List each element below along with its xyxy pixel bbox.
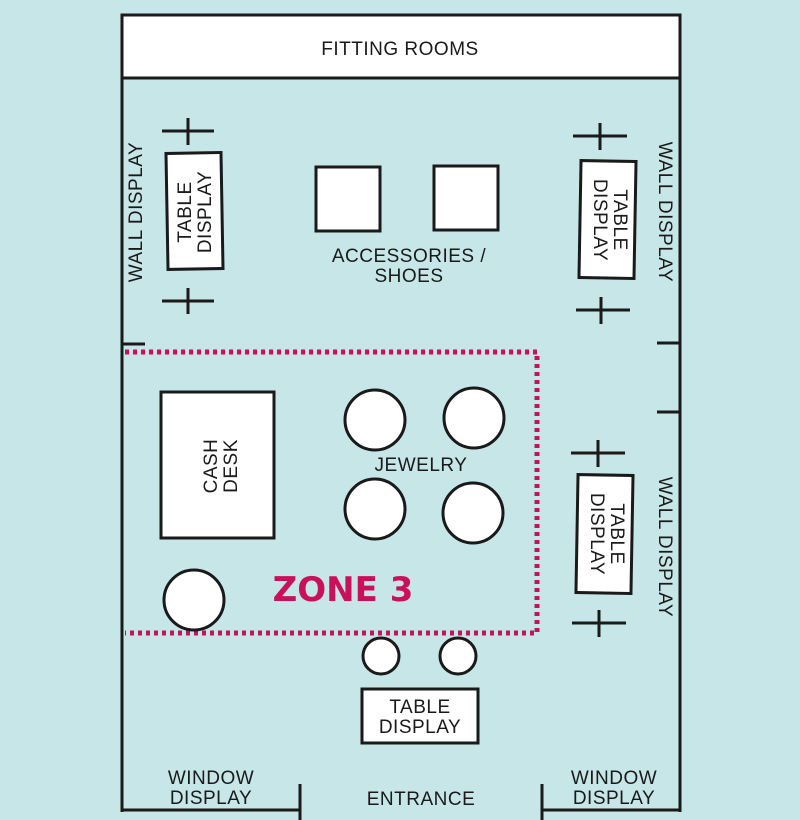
window-display-left-line2: DISPLAY [170, 788, 252, 809]
front-display-area: TABLE DISPLAY [360, 636, 480, 745]
fitting-rooms-area: FITTING ROOMS [120, 13, 682, 80]
cash-desk-label-line2: DESK [221, 439, 242, 493]
cash-desk: CASH DESK [159, 390, 276, 540]
wall-display-left-label: WALL DISPLAY [126, 142, 147, 282]
entrance-label: ENTRANCE [367, 789, 476, 810]
table-display-top-right-line1: TABLE [609, 189, 630, 250]
jewelry-label: JEWELRY [375, 455, 468, 476]
table-display-top-left: TABLE DISPLAY [162, 118, 225, 314]
table-display-right-middle-line1: TABLE [606, 503, 627, 564]
wall-display-right-bottom-label: WALL DISPLAY [654, 477, 675, 617]
front-table-display-line2: DISPLAY [379, 717, 461, 738]
accessories-shoes-area: ACCESSORIES / SHOES [314, 164, 500, 287]
window-display-right-line1: WINDOW [571, 768, 657, 789]
table-display-top-left-line1: TABLE [175, 181, 196, 242]
table-display-top-right-line2: DISPLAY [589, 179, 610, 261]
accessories-label-line2: SHOES [374, 266, 443, 287]
window-display-right-line2: DISPLAY [573, 788, 655, 809]
table-display-top-right: TABLE DISPLAY [573, 123, 638, 324]
cash-desk-label-line1: CASH [201, 439, 222, 494]
store-walls [120, 15, 682, 820]
window-display-left-line1: WINDOW [168, 768, 254, 789]
table-display-top-left-line2: DISPLAY [195, 171, 216, 253]
table-display-right-middle-line2: DISPLAY [586, 493, 607, 575]
round-display-table [162, 568, 226, 632]
zone-3-label: ZONE 3 [273, 570, 414, 610]
jewelry-area: JEWELRY [343, 386, 506, 545]
accessories-label-line1: ACCESSORIES / [332, 246, 487, 267]
table-display-right-middle: TABLE DISPLAY [571, 440, 635, 637]
fitting-rooms-label: FITTING ROOMS [321, 39, 478, 60]
front-table-display-line1: TABLE [389, 697, 450, 718]
zone-3-boundary [125, 349, 540, 636]
wall-display-right-top-label: WALL DISPLAY [654, 142, 675, 282]
